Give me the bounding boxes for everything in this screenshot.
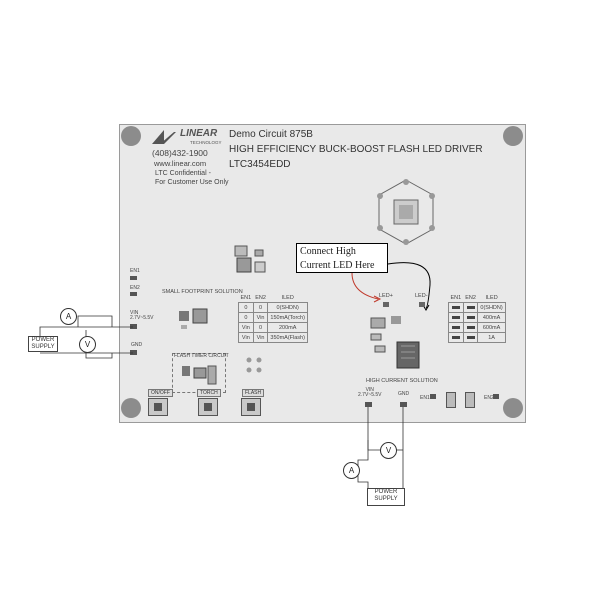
on-off-button[interactable] (148, 398, 168, 416)
cell: 1A (477, 332, 506, 343)
table-row: Vin Vin 350mA(Flash) (238, 332, 308, 343)
torch-button-label: TORCH (197, 389, 221, 397)
switch-2[interactable] (465, 392, 475, 408)
small-footprint-components (179, 308, 208, 329)
high-current-label: HIGH CURRENT SOLUTION (366, 378, 438, 384)
table-row: 0 0 0(SHDN) (238, 302, 308, 313)
callout-arrows (351, 262, 431, 311)
website: www.linear.com (154, 159, 207, 168)
confidential-line2: For Customer Use Only (155, 179, 229, 186)
mounting-hole-bottom-right (503, 398, 523, 418)
logic-table-small: EN1 EN2 ILED 0 0 0(SHDN) 0 Vin 150mA(Tor… (238, 293, 308, 343)
switch-1[interactable] (446, 392, 456, 408)
power-supply-right: POWER SUPPLY (367, 488, 405, 506)
logic-table-high-current: EN1 EN2 ILED 0(SHDN) 400mA 600mA 1A (448, 293, 506, 343)
led-plus-label: LED+ (379, 293, 393, 299)
en2-left-pad (130, 292, 137, 296)
led-minus-label: LED- (415, 293, 428, 299)
gnd-right-pad (400, 402, 407, 407)
torch-button[interactable] (198, 398, 218, 416)
ammeter-left: A (60, 308, 77, 325)
flash-button-label: FLASH (242, 389, 265, 397)
vin-left-pad (130, 324, 137, 329)
led-callout: Connect High Current LED Here (296, 243, 388, 273)
th-iled: ILED (281, 294, 294, 301)
small-footprint-label: SMALL FOOTPRINT SOLUTION (162, 289, 243, 295)
callout-line1: Connect High (300, 246, 356, 257)
flash-button[interactable] (241, 398, 261, 416)
ammeter-right: A (343, 462, 360, 479)
linear-logo-icon (152, 130, 176, 144)
gnd-right-label: GND (398, 391, 410, 397)
test-points (246, 357, 262, 373)
mounting-hole-top-right (503, 126, 523, 146)
power-supply-left: POWER SUPPLY (28, 336, 58, 352)
en1-left-label: EN1 (130, 268, 140, 274)
cell: 350mA(Flash) (267, 332, 308, 343)
phone-number: (408)432-1900 (152, 148, 208, 158)
th-en1: EN1 (240, 294, 252, 301)
vin-right-label: VIN 2.7V~5.5V (358, 387, 382, 398)
voltmeter-right: V (380, 442, 397, 459)
gnd-left-pad (130, 350, 137, 355)
callout-line2: Current LED Here (300, 260, 375, 271)
gnd-left-label: GND (131, 342, 143, 348)
inductor-components (234, 245, 266, 273)
en2-left-label: EN2 (130, 285, 140, 291)
confidential-line1: LTC Confidential - (155, 170, 211, 177)
flash-timer-components (182, 365, 217, 385)
company-sub: TECHNOLOGY (190, 140, 222, 145)
led-minus-pad (419, 302, 425, 307)
en2-right-label: EN2 (484, 395, 494, 401)
en1-left-pad (130, 276, 137, 280)
en1-right-pad (430, 394, 436, 399)
en2-right-pad (493, 394, 499, 399)
demo-circuit-title: Demo Circuit 875B (229, 129, 313, 140)
table-row: Vin 0 200mA (238, 322, 308, 333)
voltmeter-left: V (79, 336, 96, 353)
th-en2: EN2 (465, 294, 476, 301)
cell (448, 332, 464, 343)
high-current-components (370, 316, 420, 369)
part-number: LTC3454EDD (229, 159, 291, 170)
company-name: LINEAR (180, 128, 218, 139)
led-footprint-icon (377, 179, 435, 245)
th-iled: ILED (485, 294, 498, 301)
table-row: 1A (448, 332, 506, 343)
en1-right-label: EN1 (420, 395, 430, 401)
on-off-button-label: ON/OFF (148, 389, 173, 397)
mounting-hole-top-left (121, 126, 141, 146)
mounting-hole-bottom-left (121, 398, 141, 418)
board-description: HIGH EFFICIENCY BUCK-BOOST FLASH LED DRI… (229, 144, 483, 155)
led-plus-pad (383, 302, 389, 307)
vin-left-label: VIN 2.7V~5.5V (130, 310, 154, 321)
th-en2: EN2 (255, 294, 266, 301)
vin-right-pad (365, 402, 372, 407)
th-en1: EN1 (450, 294, 462, 301)
flash-timer-label: FLASH TIMER CIRCUIT (174, 353, 229, 359)
